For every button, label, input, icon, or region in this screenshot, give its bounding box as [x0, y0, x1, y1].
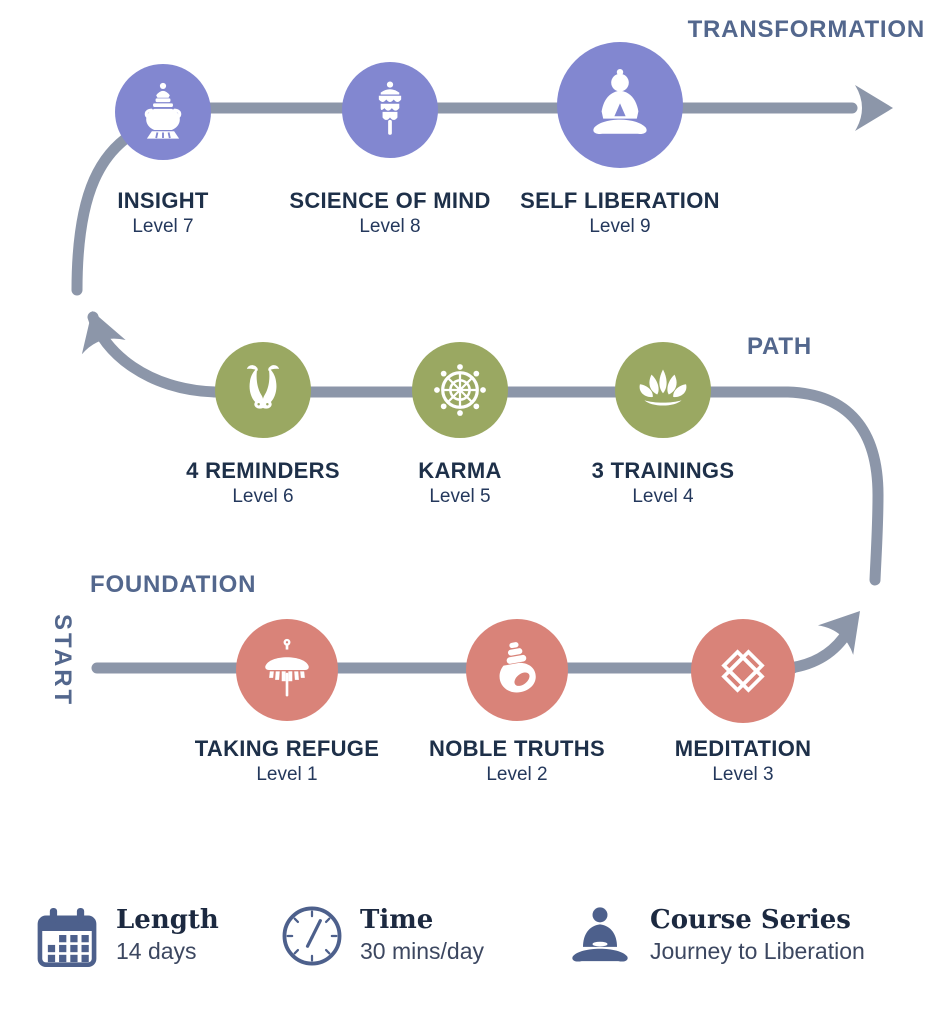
- tier-heading-foundation: FOUNDATION: [90, 571, 257, 598]
- meditator-icon: [572, 907, 628, 962]
- path-right-curve: [209, 386, 884, 586]
- node-label-karma: KARMA Level 5: [418, 458, 502, 507]
- footer-item-time: Time 30 mins/day: [280, 904, 484, 968]
- node-label-noble-truths: NOBLE TRUTHS Level 2: [429, 736, 605, 785]
- tier-heading-transformation: TRANSFORMATION: [687, 16, 925, 43]
- lotus-icon: [639, 369, 687, 406]
- arrow-up-right-icon: [817, 611, 860, 655]
- node-label-insight: INSIGHT Level 7: [117, 188, 209, 237]
- treasure-vase-icon: [144, 82, 182, 139]
- node-level1-taking-refuge: [236, 619, 338, 721]
- dharma-wheel-icon: [434, 364, 486, 416]
- node-level3-meditation: [691, 619, 795, 723]
- footer-text-course-series: Course Series Journey to Liberation: [650, 905, 865, 964]
- node-level8-science-of-mind: [342, 62, 438, 158]
- footer-text-time: Time 30 mins/day: [360, 905, 485, 964]
- node-label-science-of-mind: SCIENCE OF MIND Level 8: [289, 188, 491, 237]
- parasol-icon: [265, 638, 309, 697]
- node-label-meditation: MEDITATION Level 3: [674, 736, 812, 785]
- node-label-3-trainings: 3 TRAININGS Level 4: [591, 458, 735, 507]
- arrowheads: [81, 85, 893, 655]
- footer-text-length: Length 14 days: [116, 905, 219, 964]
- endless-knot-icon: [721, 649, 765, 693]
- tier-heading-path: PATH: [747, 333, 812, 360]
- start-label: START: [49, 614, 76, 708]
- node-level6-4-reminders: [215, 342, 311, 438]
- arrow-right-icon: [855, 85, 893, 131]
- victory-banner-icon: [378, 81, 402, 135]
- node-label-taking-refuge: TAKING REFUGE Level 1: [194, 736, 380, 785]
- conch-shell-icon: [499, 642, 536, 693]
- clock-icon: [282, 906, 342, 966]
- node-level2-noble-truths: [466, 619, 568, 721]
- arrow-up-left-icon: [81, 311, 126, 355]
- footer-item-length: Length 14 days: [34, 904, 219, 970]
- calendar-icon: [37, 907, 97, 968]
- node-level7-insight: [115, 64, 211, 160]
- golden-fish-icon: [246, 365, 280, 409]
- node-label-4-reminders: 4 REMINDERS Level 6: [186, 458, 340, 507]
- node-label-self-liberation: SELF LIBERATION Level 9: [520, 188, 720, 237]
- node-level5-karma: [412, 342, 508, 438]
- node-level4-3-trainings: [615, 342, 711, 438]
- buddha-icon: [593, 69, 647, 134]
- footer-item-course-series: Course Series Journey to Liberation: [566, 904, 865, 972]
- node-level9-self-liberation: [557, 42, 683, 168]
